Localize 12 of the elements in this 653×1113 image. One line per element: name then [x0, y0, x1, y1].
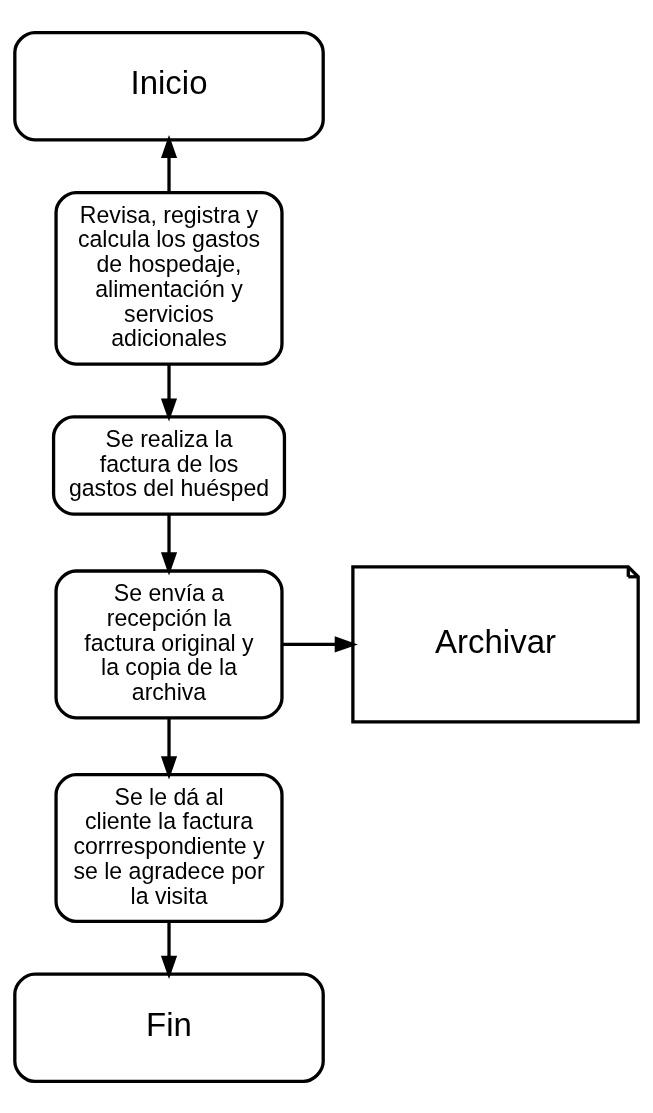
arrow [160, 134, 178, 192]
arrow [160, 717, 178, 779]
node-box: Se le dá al cliente la factura corrrespondiente y se le agradece por la visita [54, 772, 284, 923]
arrow [160, 513, 178, 575]
node-box: Se envía a recepción la factura original y la copia de la archiva [54, 568, 284, 719]
arrow [160, 363, 178, 422]
node-box: Revisa, registra y calcula los gastos de hospedaje, alimentación y servicios adicionales [54, 190, 284, 366]
arrow [160, 921, 178, 979]
node-box: Inicio [13, 30, 325, 141]
node-box: Fin [13, 972, 325, 1083]
node-box: Se realiza la factura de los gastos del huésped [51, 414, 287, 516]
arrow [282, 635, 358, 652]
